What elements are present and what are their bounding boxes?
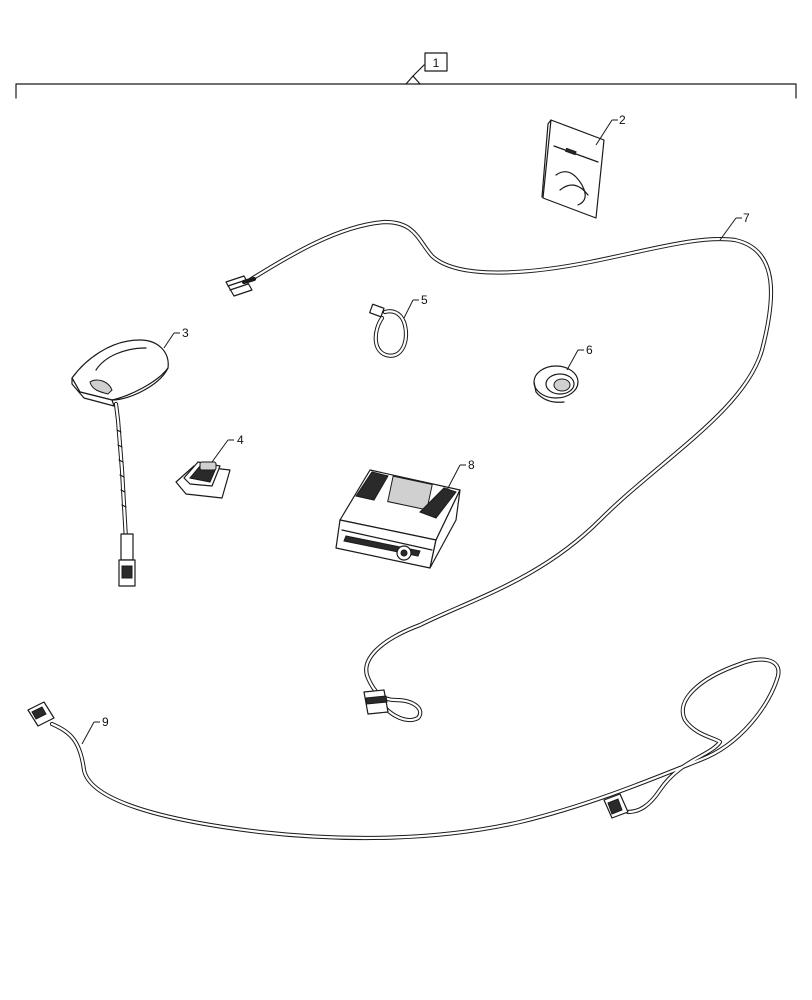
callout-9: 9	[102, 715, 109, 729]
callout-8: 8	[468, 458, 475, 472]
callout-4: 4	[237, 433, 244, 447]
part-cable-tie: 5	[369, 293, 428, 358]
part-harness-7: 7	[225, 211, 774, 722]
callout-1: 1	[433, 56, 440, 70]
callout-6: 6	[586, 343, 593, 357]
callout-2: 2	[619, 113, 626, 127]
callout-5: 5	[421, 293, 428, 307]
part-switch: 4	[175, 433, 244, 499]
part-grommet: 6	[533, 343, 593, 403]
part-radio: 8	[335, 458, 475, 569]
part-manual: 2	[541, 113, 626, 219]
part-harness-9: 9	[27, 657, 781, 841]
part-antenna: 3	[71, 326, 189, 587]
callout-7: 7	[743, 211, 750, 225]
callout-3: 3	[182, 326, 189, 340]
assembly-bracket: 1	[15, 52, 797, 99]
